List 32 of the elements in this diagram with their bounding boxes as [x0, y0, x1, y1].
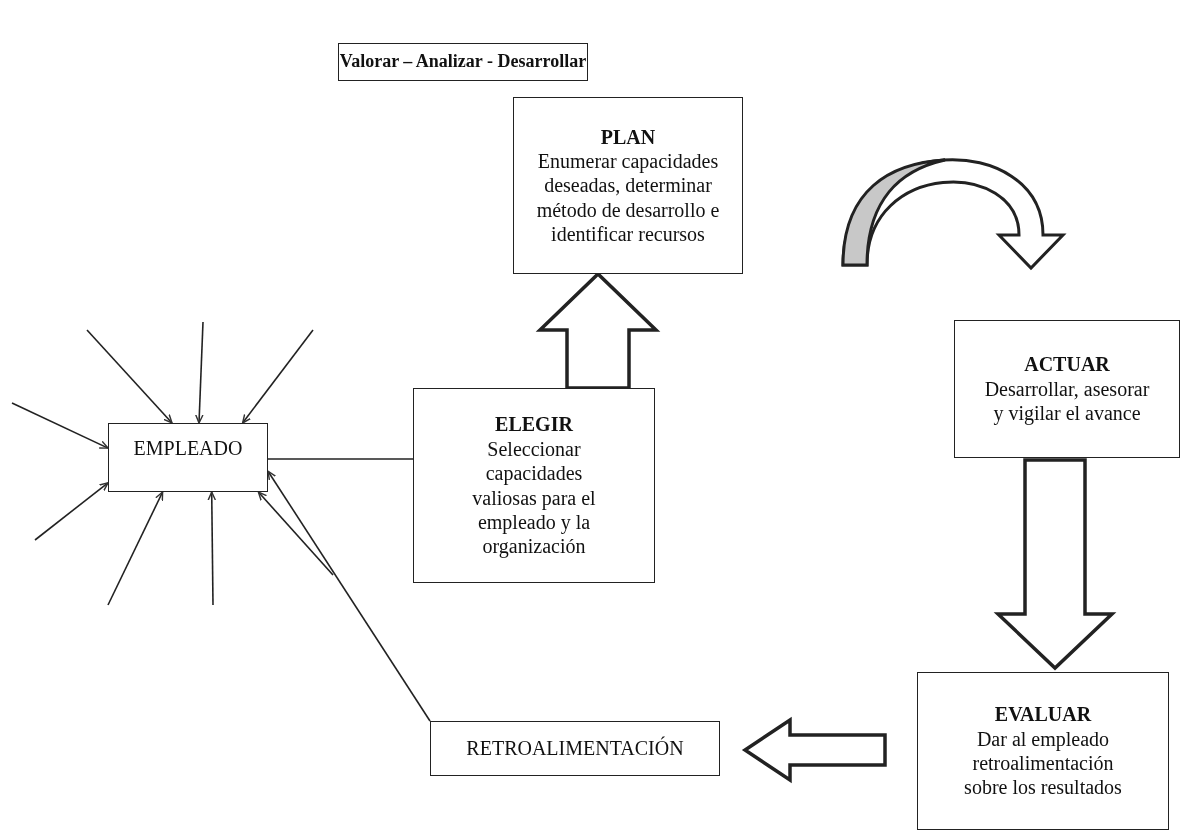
arrow [241, 329, 314, 424]
node-text: Desarrollar, asesorar y vigilar el avance [983, 376, 1151, 426]
title-box [338, 43, 588, 81]
node-heading: ELEGIR [495, 412, 573, 437]
node-heading: EVALUAR [994, 702, 1092, 727]
process-box [108, 423, 268, 492]
block-arrow [741, 716, 887, 784]
arrow [207, 491, 217, 606]
curved-block-arrow [841, 158, 1065, 270]
arrow [195, 321, 204, 424]
arrow [257, 491, 334, 576]
node-text: Dar al empleado retroalimentación sobre los resultados [963, 726, 1123, 800]
arrow [107, 491, 164, 606]
process-box [954, 320, 1180, 458]
connector-line [267, 458, 414, 460]
arrow [267, 470, 431, 722]
node-text: EMPLEADO [133, 436, 243, 461]
node-heading: PLAN [600, 124, 656, 149]
arrow [86, 329, 173, 424]
process-box [513, 97, 743, 274]
block-arrow [993, 458, 1117, 671]
node-text: Enumerar capacidades deseadas, determinar método de desarrollo e identificar recursos [535, 148, 721, 247]
node-text: Valorar – Analizar - Desarrollar [339, 51, 587, 73]
arrow [34, 482, 109, 541]
process-box [917, 672, 1169, 830]
node-text: Seleccionar capacidades valiosas para el empleado y la organización [471, 436, 597, 559]
process-box [413, 388, 655, 583]
process-box [430, 721, 720, 776]
node-heading: ACTUAR [1024, 352, 1110, 377]
arrow [11, 402, 109, 449]
node-text: RETROALIMENTACIÓN [466, 736, 684, 761]
block-arrow [535, 271, 661, 390]
